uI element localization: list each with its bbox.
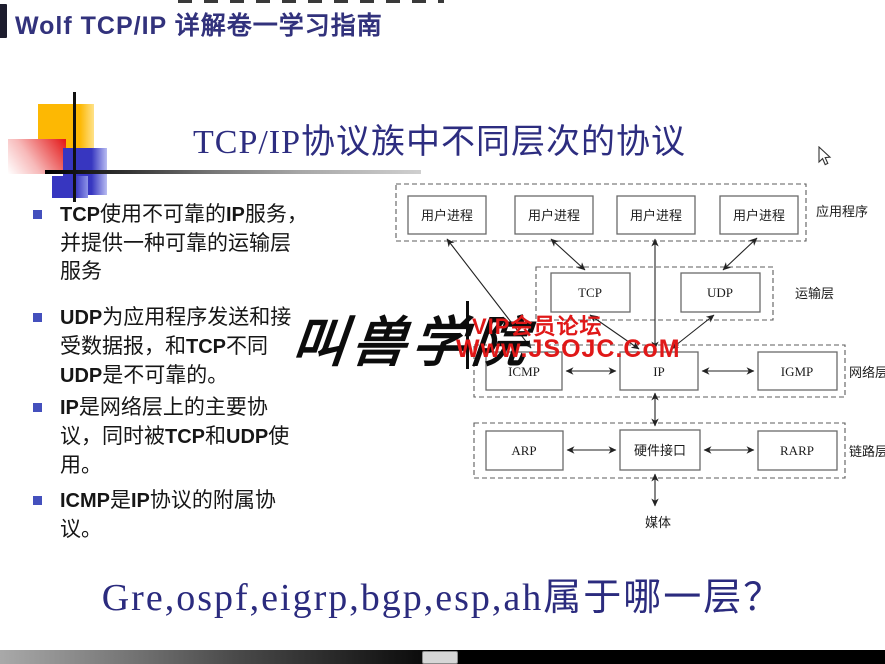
- bullet-line: 议。: [60, 517, 102, 541]
- arrow-process2-tcp: [550, 238, 586, 271]
- label-user-process-1: 用户进程: [421, 208, 473, 223]
- label-igmp: IGMP: [781, 364, 814, 379]
- label-application-layer: 应用程序: [816, 204, 868, 219]
- taskbar[interactable]: [0, 650, 885, 664]
- logo-red-square: [8, 139, 66, 174]
- box-ip: [619, 351, 699, 391]
- logo-blue-square-small: [52, 176, 88, 198]
- window-top-edge: [178, 0, 444, 3]
- bullet-line: 受数据报，和TCP不同: [60, 334, 268, 358]
- title-underline: [45, 170, 421, 174]
- label-rarp: RARP: [780, 443, 814, 458]
- label-arp: ARP: [511, 443, 536, 458]
- bullet-line: 用。: [60, 453, 102, 477]
- label-hw-interface: 硬件接口: [634, 443, 686, 458]
- box-arp: [485, 430, 564, 471]
- bullet-line: 并提供一种可靠的运输层: [60, 231, 291, 255]
- arrow-tcp-ip: [589, 314, 640, 350]
- box-rarp: [757, 430, 838, 471]
- application-layer-frame: [395, 183, 807, 242]
- slide-title: TCP/IP协议族中不同层次的协议: [193, 124, 687, 161]
- bullet-square-icon: [33, 313, 42, 322]
- arrow-process4-udp: [722, 237, 758, 271]
- box-tcp: [550, 272, 631, 313]
- bullet-item-tcp: TCP使用不可靠的IP服务， 并提供一种可靠的运输层 服务: [33, 200, 393, 285]
- label-link-layer: 链路层: [849, 444, 885, 459]
- box-user-process-3: [616, 195, 696, 235]
- watermark-divider: [466, 301, 469, 369]
- window-title: Wolf TCP/IP 详解卷一学习指南: [15, 12, 383, 40]
- taskbar-button[interactable]: [422, 651, 458, 664]
- bullet-line: 议，同时被TCP和UDP使: [60, 424, 290, 448]
- box-hw-interface: [619, 429, 701, 471]
- network-layer-frame: [473, 344, 846, 398]
- box-user-process-1: [407, 195, 487, 235]
- bullet-line: ICMP是IP协议的附属协: [60, 488, 276, 512]
- label-transport-layer: 运输层: [795, 286, 834, 301]
- bullet-line: UDP为应用程序发送和接: [60, 305, 292, 329]
- bullet-line: IP是网络层上的主要协: [60, 395, 268, 419]
- watermark-url-text: Www.JSOJC.CoM: [456, 335, 681, 363]
- arrow-udp-ip: [670, 314, 715, 350]
- bullet-square-icon: [33, 403, 42, 412]
- logo-vertical-line: [73, 92, 76, 202]
- bullet-line: UDP是不可靠的。: [60, 363, 229, 387]
- box-icmp: [485, 351, 563, 391]
- watermark-forum-text: VIP会员论坛: [472, 314, 603, 339]
- taskbar-left-segment[interactable]: [0, 650, 428, 664]
- label-user-process-2: 用户进程: [528, 208, 580, 223]
- label-icmp: ICMP: [508, 364, 540, 379]
- arrow-process1-icmp: [446, 238, 532, 349]
- box-udp: [680, 272, 761, 313]
- bullet-item-ip: IP是网络层上的主要协 议，同时被TCP和UDP使 用。: [33, 393, 393, 479]
- label-udp: UDP: [707, 285, 733, 300]
- bullet-square-icon: [33, 210, 42, 219]
- slide-question: Gre,ospf,eigrp,bgp,esp,ah属于哪一层？: [101, 577, 784, 619]
- label-ip: IP: [653, 364, 665, 379]
- link-layer-frame: [473, 422, 846, 479]
- bullet-line: 服务: [60, 259, 102, 283]
- box-igmp: [757, 351, 838, 391]
- bullet-item-udp: UDP为应用程序发送和接 受数据报，和TCP不同 UDP是不可靠的。: [33, 303, 393, 390]
- bullet-square-icon: [33, 496, 42, 505]
- label-user-process-4: 用户进程: [733, 208, 785, 223]
- label-user-process-3: 用户进程: [630, 208, 682, 223]
- bullet-item-icmp: ICMP是IP协议的附属协 议。: [33, 486, 393, 543]
- protocol-stack-diagram: 用户进程 用户进程 用户进程 用户进程 TCP UDP ICMP IP IGMP…: [395, 183, 885, 530]
- bullet-line: TCP使用不可靠的IP服务，: [60, 202, 308, 226]
- app-window-icon: [0, 4, 7, 38]
- label-tcp: TCP: [578, 285, 602, 300]
- label-media: 媒体: [645, 515, 671, 530]
- box-user-process-2: [514, 195, 594, 235]
- mouse-cursor-icon: [818, 146, 832, 166]
- label-network-layer: 网络层: [849, 365, 885, 380]
- box-user-process-4: [719, 195, 799, 235]
